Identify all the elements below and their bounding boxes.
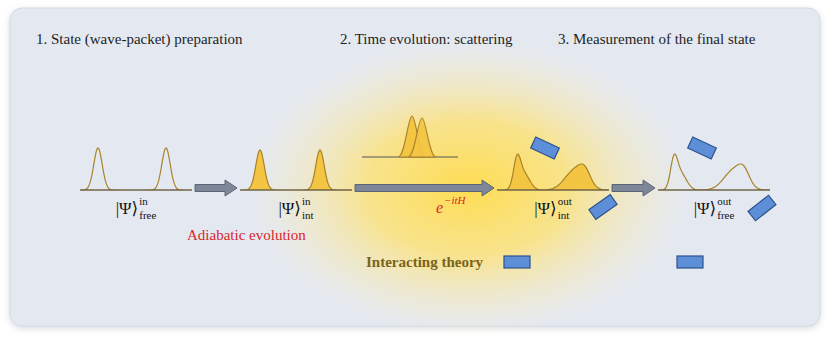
wave-packet (240, 140, 352, 196)
ket-label: |Ψ⟩in free (80, 196, 192, 221)
process-arrow (195, 180, 237, 196)
packet-shape (240, 150, 352, 190)
ket-indices: in int (302, 196, 314, 221)
ket-symbol: |Ψ⟩ (116, 198, 139, 219)
step-heading: 3. Measurement of the final state (558, 31, 755, 48)
packet-baseline (658, 190, 770, 191)
state-node: |Ψ⟩in free (80, 140, 192, 232)
subscript: int (302, 210, 314, 221)
superscript: in (139, 196, 156, 207)
packet-shape (658, 154, 770, 190)
superscript: in (302, 196, 314, 207)
step-heading: 1. State (wave-packet) preparation (36, 31, 243, 48)
ket-symbol: |Ψ⟩ (534, 198, 557, 219)
step-heading: 2. Time evolution: scattering (340, 31, 513, 48)
ket-indices: out int (558, 196, 572, 221)
superscript: out (558, 196, 572, 207)
state-node: |Ψ⟩in int (240, 140, 352, 232)
subscript: int (558, 210, 572, 221)
packet-shape (80, 148, 192, 190)
annotation: −itH (444, 194, 465, 206)
ket-label: |Ψ⟩in int (240, 196, 352, 221)
detectors (504, 137, 776, 268)
superscript: out (717, 196, 734, 207)
ket-indices: out free (717, 196, 734, 221)
packet-shape (497, 154, 609, 190)
packet-baseline (80, 190, 192, 191)
subscript: free (717, 210, 734, 221)
packet-baseline (240, 190, 352, 191)
state-node: |Ψ⟩out int (497, 140, 609, 232)
colliding-packets (362, 116, 458, 157)
wave-packet (80, 140, 192, 196)
ket-label: |Ψ⟩out int (497, 196, 609, 221)
wave-packet (497, 140, 609, 196)
annotation: e (436, 199, 443, 217)
subscript: free (139, 210, 156, 221)
annotation: Adiabatic evolution (187, 227, 306, 244)
process-arrow (355, 180, 494, 196)
ket-label: |Ψ⟩out free (658, 196, 770, 221)
packet-baseline (497, 190, 609, 191)
wave-packet (658, 140, 770, 196)
ket-indices: in free (139, 196, 156, 221)
ket-symbol: |Ψ⟩ (694, 198, 717, 219)
region-label: Interacting theory (366, 254, 483, 271)
ket-symbol: |Ψ⟩ (278, 198, 301, 219)
process-arrow (612, 180, 655, 196)
state-node: |Ψ⟩out free (658, 140, 770, 232)
